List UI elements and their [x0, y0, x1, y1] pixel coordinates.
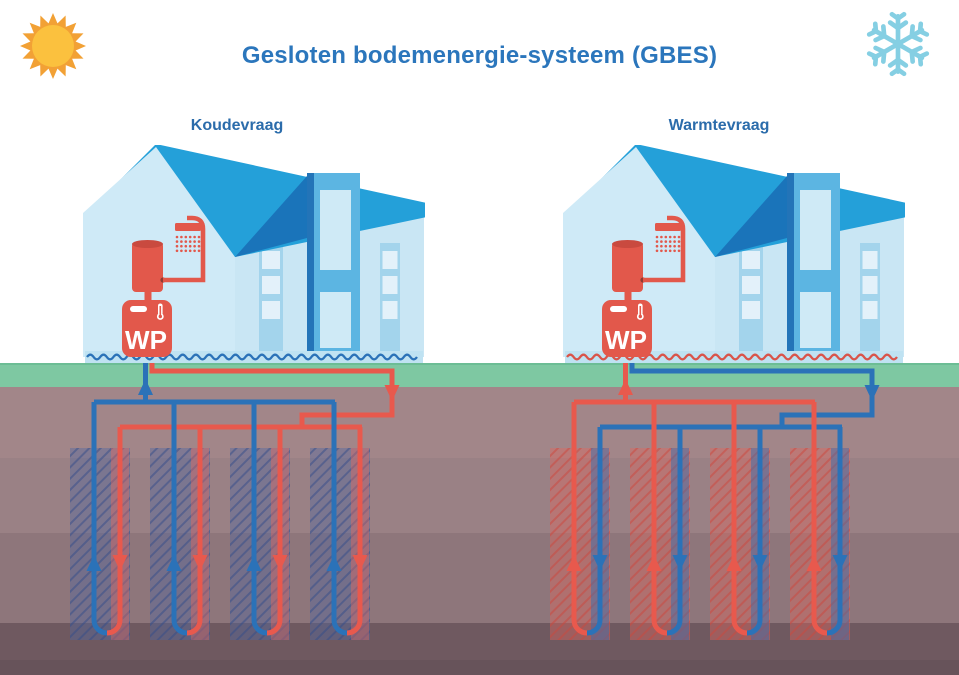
- ground-loop-system-cooling: [0, 355, 480, 675]
- soil-layer-1: [0, 387, 959, 458]
- sun-disc: [32, 25, 74, 67]
- snowflake-icon: [864, 10, 932, 78]
- boiler-icon: [132, 240, 166, 302]
- shower-icon: [643, 215, 686, 283]
- borehole-field: [550, 448, 850, 640]
- thermometer-icon: [636, 303, 644, 320]
- grass-layer: [0, 363, 959, 389]
- ground-loop-system-heating: [480, 355, 959, 675]
- supply-pipes: [138, 355, 400, 429]
- wp-label: WP: [605, 325, 647, 355]
- ground-loop-pipes: [86, 399, 368, 636]
- ground-loop-pipes: [566, 399, 848, 636]
- tower-edge: [307, 173, 314, 357]
- soil-layer-5: [0, 660, 959, 675]
- heat-pump-unit: WP: [122, 300, 172, 357]
- page-title: Gesloten bodemenergie-systeem (GBES): [241, 42, 718, 70]
- power-dash: [610, 306, 627, 312]
- house-warmtevraag: WP: [563, 145, 905, 367]
- thermometer-icon: [156, 303, 164, 320]
- power-dash: [130, 306, 147, 312]
- house-koudevraag: WP: [83, 145, 425, 367]
- heat-pump-unit: WP: [602, 300, 652, 357]
- sun-icon: [17, 10, 89, 82]
- borehole-field: [70, 448, 370, 640]
- roof-shadow: [715, 176, 787, 257]
- shower-icon: [163, 215, 206, 283]
- house-body: [83, 145, 425, 357]
- wp-label: WP: [125, 325, 167, 355]
- roof-shadow: [235, 176, 307, 257]
- house-label-warmtevraag: Warmtevraag: [668, 117, 770, 134]
- snowflake-center: [893, 39, 903, 49]
- tower-edge: [787, 173, 794, 357]
- house-label-koudevraag: Koudevraag: [190, 117, 284, 134]
